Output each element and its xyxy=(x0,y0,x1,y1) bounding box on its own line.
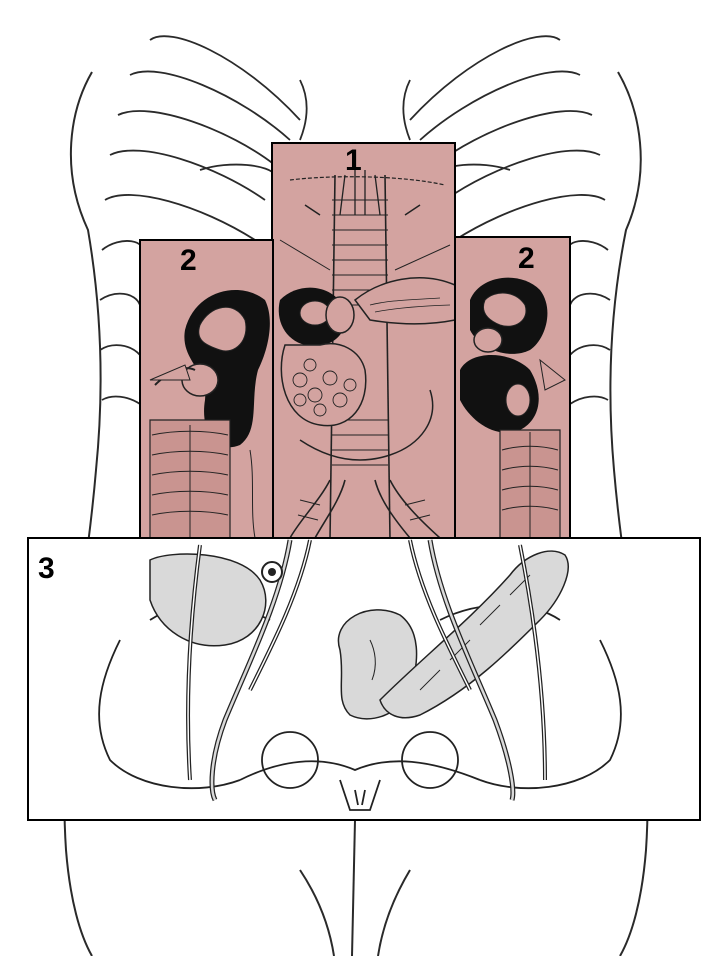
zone-right-flank: 2 xyxy=(455,237,570,538)
zone-central: 1 xyxy=(272,143,455,540)
zone-right-flank-label: 2 xyxy=(518,242,535,275)
zone-left-flank: 2 xyxy=(140,240,273,538)
zone-pelvic: 3 xyxy=(28,538,700,820)
zone-pelvic-label: 3 xyxy=(38,552,55,585)
zone-left-flank-label: 2 xyxy=(180,244,197,277)
zone-central-label: 1 xyxy=(345,144,362,177)
